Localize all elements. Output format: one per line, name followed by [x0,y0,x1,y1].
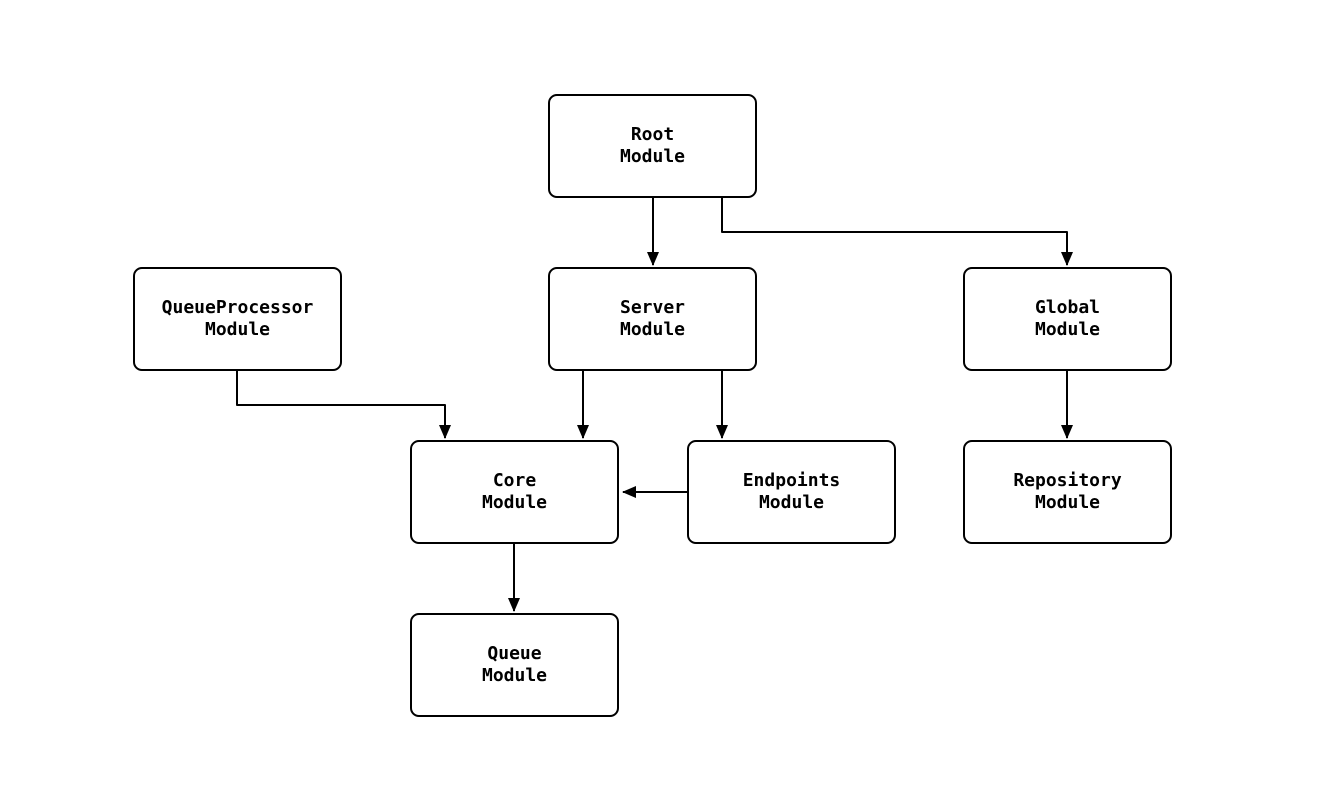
node-repository-module-label: Repository Module [1013,470,1122,513]
edge-root-to-global [721,198,1073,266]
node-server-module-label: Server Module [619,297,686,340]
node-queue-module-label: Queue Module [481,643,548,686]
node-queueprocessor-module-label: QueueProcessor Module [161,297,314,340]
node-core-module: Core Module [410,440,619,544]
node-global-module: Global Module [963,267,1172,371]
node-repository-module: Repository Module [963,440,1172,544]
node-endpoints-module-label: Endpoints Module [742,470,841,513]
node-queue-module: Queue Module [410,613,619,717]
node-global-module-label: Global Module [1034,297,1101,340]
node-root-module: Root Module [548,94,757,198]
node-root-module-label: Root Module [619,124,686,167]
node-server-module: Server Module [548,267,757,371]
edge-queueprocessor-to-core [236,371,451,439]
node-queueprocessor-module: QueueProcessor Module [133,267,342,371]
node-endpoints-module: Endpoints Module [687,440,896,544]
node-core-module-label: Core Module [481,470,548,513]
